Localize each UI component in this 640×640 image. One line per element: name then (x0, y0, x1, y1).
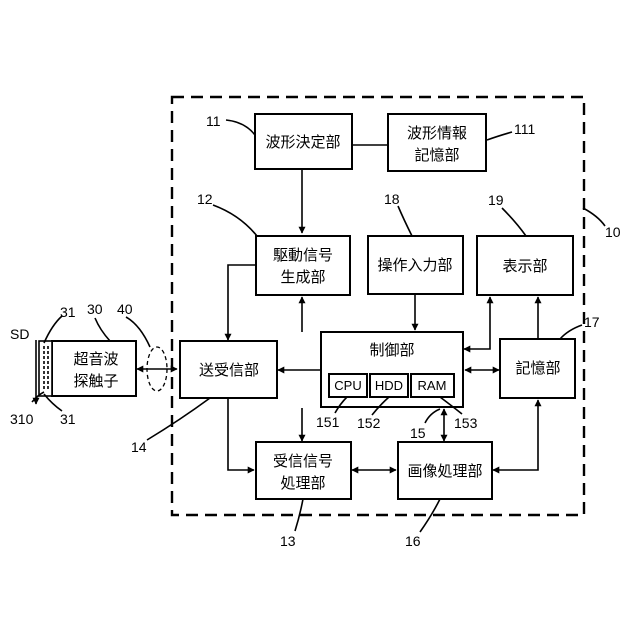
block-label: 操作入力部 (377, 256, 452, 274)
block-control: 制御部 CPU HDD RAM (321, 332, 463, 407)
probe-transducer-face (39, 341, 52, 396)
ref-18: 18 (384, 191, 400, 207)
ram-label: RAM (418, 378, 447, 393)
block-operation-input: 操作入力部 (368, 236, 463, 294)
ref-152: 152 (357, 415, 381, 431)
block-label-line1: 受信信号 (273, 452, 333, 470)
ref-40: 40 (117, 301, 133, 317)
block-label: 制御部 (369, 341, 414, 359)
ref-13: 13 (280, 533, 296, 549)
ref-15: 15 (410, 425, 426, 441)
hdd-label: HDD (375, 378, 403, 393)
arrow-control-display (464, 297, 490, 349)
block-label: 画像処理部 (407, 462, 482, 480)
block-receive-signal-processing: 受信信号 処理部 (256, 442, 351, 499)
block-label: 送受信部 (199, 361, 259, 379)
cpu-label: CPU (334, 378, 361, 393)
block-label: 波形決定部 (265, 133, 340, 151)
ref-31-bottom: 31 (60, 411, 76, 427)
ref-31-top: 31 (60, 304, 76, 320)
block-label-line2: 記憶部 (414, 146, 459, 164)
ref-17: 17 (584, 314, 600, 330)
device-boundary (172, 97, 584, 515)
ref-16: 16 (405, 533, 421, 549)
block-label-line2: 処理部 (280, 474, 325, 492)
ref-151: 151 (316, 414, 340, 430)
block-transceiver: 送受信部 (180, 341, 277, 398)
block-label: 記憶部 (515, 359, 560, 377)
ref-19: 19 (488, 192, 504, 208)
block-label: 表示部 (502, 257, 547, 275)
block-image-processing: 画像処理部 (398, 442, 492, 499)
block-waveform-decision: 波形決定部 (255, 114, 352, 169)
ref-12: 12 (197, 191, 213, 207)
block-label-line2: 生成部 (280, 268, 325, 286)
block-ultrasound-probe: 超音波 探触子 (39, 341, 136, 396)
block-label-line1: 波形情報 (407, 124, 467, 142)
label-sd: SD (10, 326, 29, 342)
block-display: 表示部 (477, 236, 573, 295)
ref-10: 10 (605, 224, 621, 240)
ref-153: 153 (454, 415, 478, 431)
block-storage: 記憶部 (500, 339, 575, 398)
arrow-transceiver-to-receive (228, 398, 254, 470)
ref-111: 111 (514, 121, 535, 137)
arrow-drive-to-transceiver (228, 265, 256, 340)
block-label-line1: 超音波 (73, 350, 118, 368)
ref-30: 30 (87, 301, 103, 317)
block-label-line2: 探触子 (73, 372, 118, 390)
block-drive-signal-generator: 駆動信号 生成部 (256, 236, 350, 295)
block-label-line1: 駆動信号 (273, 246, 333, 264)
ref-11: 11 (206, 113, 221, 129)
block-waveform-info-storage: 波形情報 記憶部 (388, 114, 486, 171)
ref-310: 310 (10, 411, 34, 427)
arrow-image-storage (493, 400, 538, 470)
ref-14: 14 (131, 439, 147, 455)
